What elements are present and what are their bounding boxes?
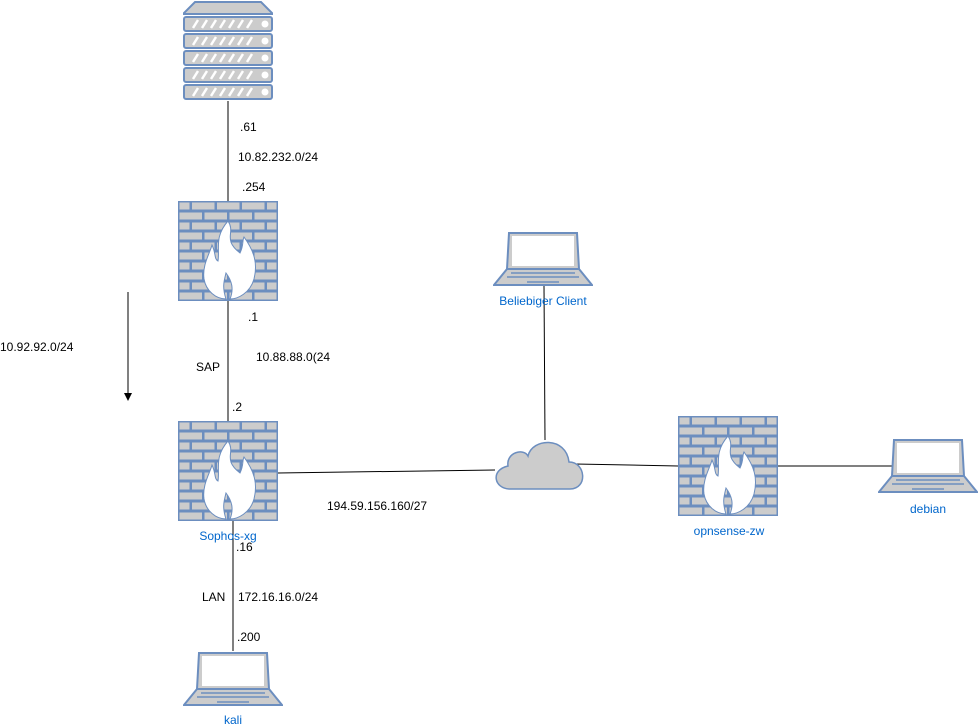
link-cloud-opnsense [574,463,679,467]
debian-label: debian [910,502,946,516]
server-ip-label: .61 [240,120,257,134]
arrow-head-icon [124,393,132,401]
cloud-icon[interactable] [495,441,584,490]
link-sophos-cloud [277,469,496,474]
kali-ip-label: .200 [237,630,261,644]
sap-label: SAP [196,360,220,374]
client-laptop-icon[interactable] [493,232,593,286]
debian-laptop-icon[interactable] [878,439,978,493]
sophos-ip-up-label: .2 [232,400,242,414]
lan-label: LAN [202,590,225,604]
net-side-label: 10.92.92.0/24 [0,340,74,354]
server-icon[interactable] [183,1,273,101]
net-lan-label: 172.16.16.0/24 [238,590,318,604]
opnsense-firewall-icon[interactable] [678,416,778,516]
sophos-label: Sophos-xg [199,529,256,543]
link-cloud-client [543,285,546,441]
firewall-icon[interactable] [178,201,278,301]
kali-laptop-icon[interactable] [183,652,283,706]
client-label: Beliebiger Client [499,294,587,308]
net-sap-label: 10.88.88.0(24 [256,350,330,364]
sophos-firewall-icon[interactable] [178,421,278,521]
sophos-ip-lan-label: .16 [236,540,253,554]
opnsense-label: opnsense-zw [694,524,765,538]
fw-ip-up-label: .254 [242,180,266,194]
net-wan-label: 194.59.156.160/27 [327,499,427,513]
net-server-label: 10.82.232.0/24 [238,150,318,164]
fw-ip-down-label: .1 [248,310,258,324]
kali-label: kali [224,713,242,727]
